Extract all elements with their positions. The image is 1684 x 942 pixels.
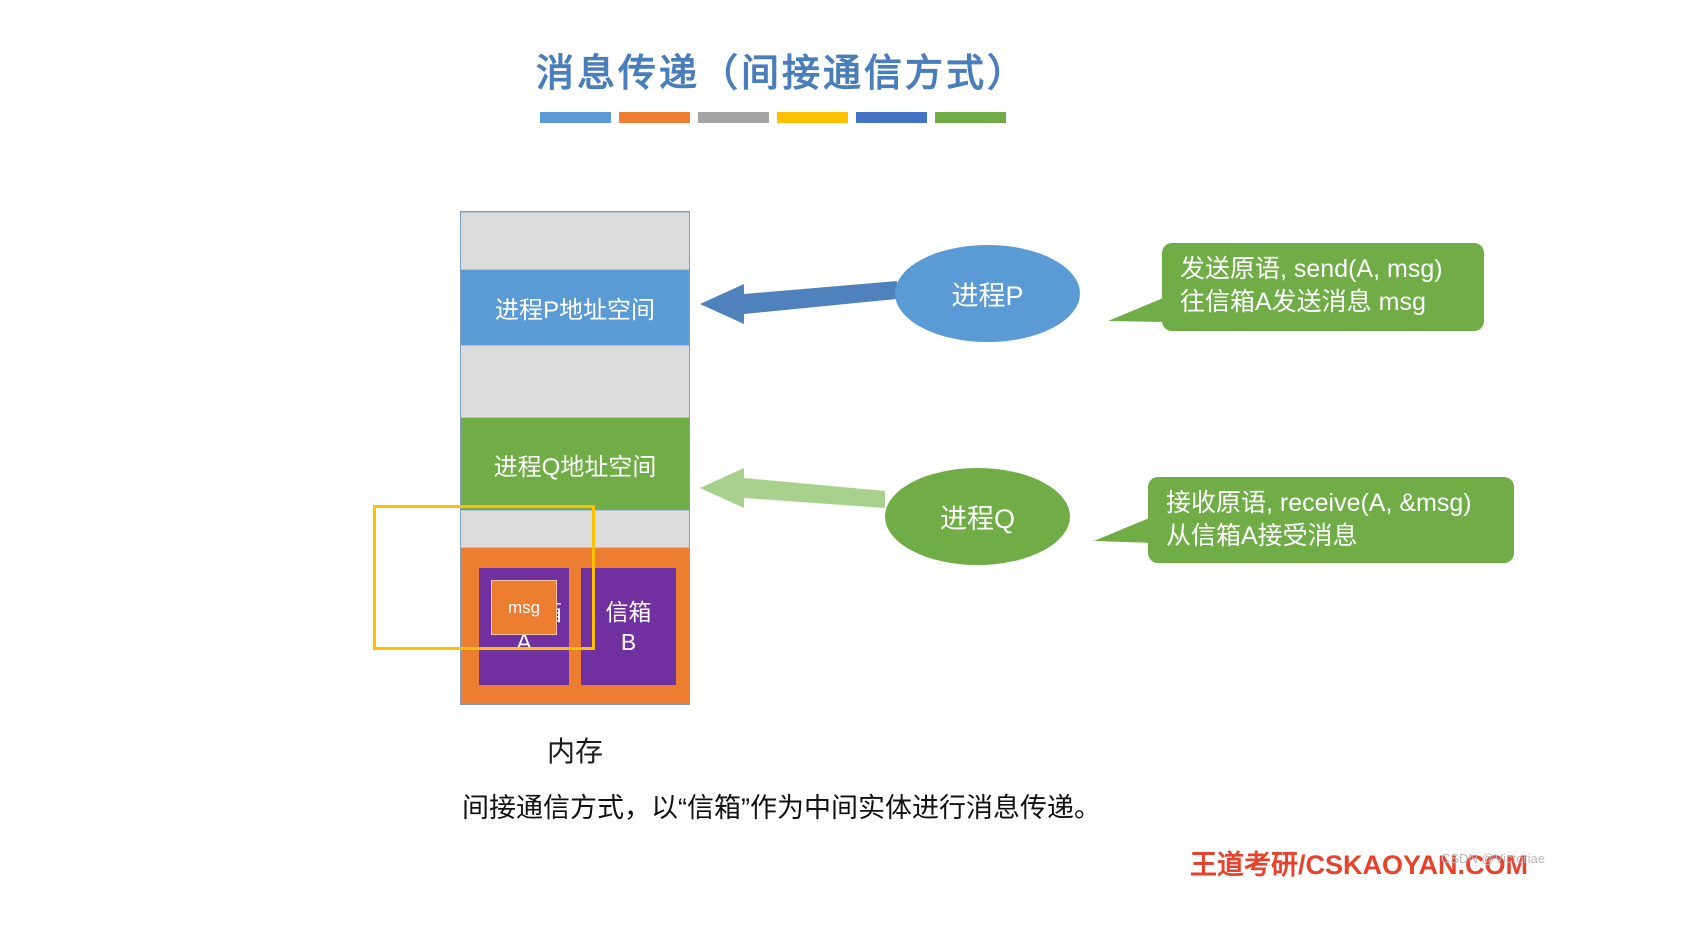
divider-bar bbox=[619, 112, 690, 123]
send-callout-tail bbox=[1108, 296, 1168, 322]
brand-footer: 王道考研/CSKAOYAN.COM bbox=[1190, 850, 1529, 880]
mailbox-b: 信箱 B bbox=[581, 568, 676, 685]
caption-text: 间接通信方式，以“信箱”作为中间实体进行消息传递。 bbox=[462, 793, 1101, 823]
divider-bar bbox=[856, 112, 927, 123]
kernel-mailbox-area: 信箱 A msg 信箱 B bbox=[461, 548, 689, 704]
mailbox-a: 信箱 A msg bbox=[479, 568, 569, 685]
receive-callout-line2: 从信箱A接受消息 bbox=[1166, 522, 1358, 550]
mailbox-b-letter: B bbox=[620, 628, 637, 655]
send-arrow bbox=[700, 281, 897, 324]
receive-callout: 接收原语, receive(A, &msg) 从信箱A接受消息 bbox=[1148, 477, 1514, 563]
divider-bar bbox=[698, 112, 769, 123]
receive-arrow bbox=[700, 468, 885, 508]
process-p-label: 进程P bbox=[951, 281, 1024, 311]
memory-free-segment-top bbox=[461, 212, 689, 270]
process-q-address-space-label: 进程Q地址空间 bbox=[493, 453, 657, 481]
process-q-label: 进程Q bbox=[939, 504, 1015, 534]
divider-bar bbox=[935, 112, 1006, 123]
divider-bar bbox=[540, 112, 611, 123]
title-divider bbox=[540, 112, 1006, 123]
process-p-address-space-label: 进程P地址空间 bbox=[494, 297, 655, 324]
mailbox-b-label: 信箱 bbox=[605, 598, 652, 625]
msg-label: msg bbox=[507, 597, 541, 617]
send-callout: 发送原语, send(A, msg) 往信箱A发送消息 msg bbox=[1162, 243, 1484, 331]
process-p-ellipse: 进程P bbox=[895, 245, 1080, 342]
divider-bar bbox=[777, 112, 848, 123]
memory-free-segment-bottom bbox=[461, 510, 689, 548]
watermark-text: CSDN @Victoriae bbox=[1441, 851, 1545, 866]
send-callout-line2: 往信箱A发送消息 msg bbox=[1180, 288, 1426, 316]
page-title: 消息传递（间接通信方式） bbox=[535, 53, 1028, 95]
receive-callout-line1: 接收原语, receive(A, &msg) bbox=[1166, 489, 1472, 517]
memory-column: 进程P地址空间 进程Q地址空间 信箱 A msg 信箱 B bbox=[460, 211, 690, 705]
receive-callout-tail bbox=[1094, 516, 1154, 543]
memory-free-segment-middle bbox=[461, 345, 689, 418]
msg-box: msg bbox=[491, 580, 557, 635]
memory-label: 内存 bbox=[546, 736, 603, 767]
send-callout-line1: 发送原语, send(A, msg) bbox=[1180, 255, 1443, 283]
process-p-address-space: 进程P地址空间 bbox=[461, 270, 689, 345]
process-q-ellipse: 进程Q bbox=[885, 468, 1070, 565]
process-q-address-space: 进程Q地址空间 bbox=[461, 418, 689, 510]
